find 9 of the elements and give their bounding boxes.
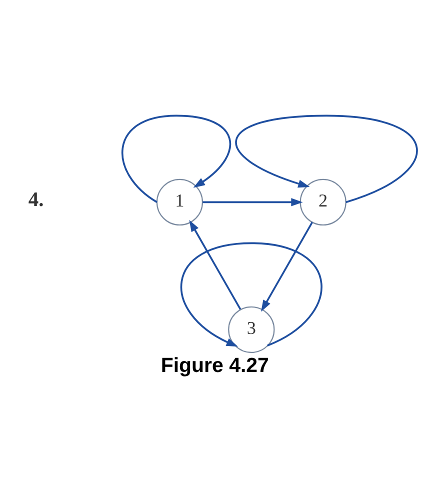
caption: Figure 4.27 [160, 354, 268, 378]
arrow [180, 242, 322, 347]
arrow [188, 220, 241, 310]
node-circle: 3 [228, 306, 274, 353]
node-circle: 2 [299, 178, 346, 226]
node-circle: 1 [156, 178, 203, 226]
arrow [202, 198, 302, 206]
label: 4. [28, 189, 44, 212]
arrow [260, 222, 312, 312]
